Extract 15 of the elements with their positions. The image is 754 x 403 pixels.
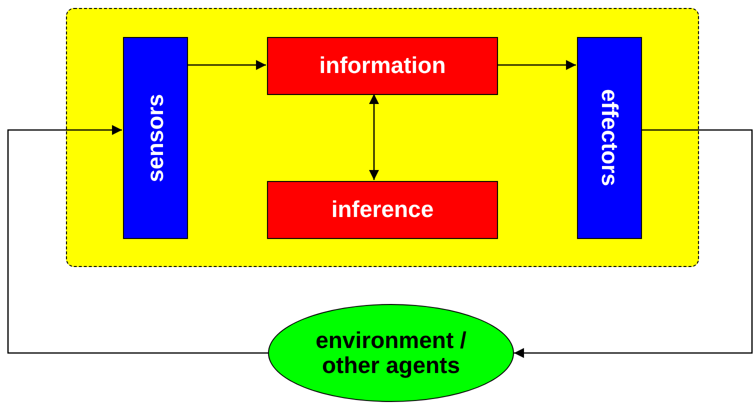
node-label: environment / other agents	[314, 328, 468, 378]
arrow	[187, 60, 266, 70]
arrow	[7, 125, 268, 354]
arrow	[497, 60, 576, 70]
process-box	[267, 37, 498, 95]
node-label: inference	[331, 197, 434, 223]
sensor-box	[123, 37, 188, 239]
node-label: effectors	[596, 89, 622, 187]
arrow	[514, 129, 753, 358]
arrow	[369, 94, 379, 180]
node-label: information	[319, 53, 446, 79]
process-box	[267, 181, 498, 239]
effector-box	[577, 37, 642, 239]
agent-boundary-box	[66, 8, 699, 267]
node-label: sensors	[142, 94, 168, 182]
